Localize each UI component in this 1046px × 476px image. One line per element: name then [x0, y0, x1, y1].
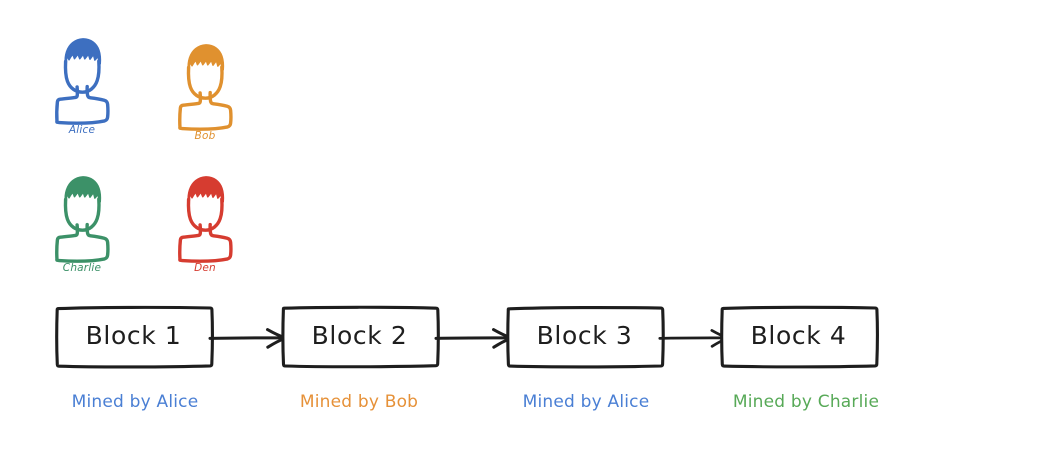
- block-rectangle-icon: [506, 305, 665, 369]
- person-avatar-icon: [178, 176, 233, 263]
- participant-label-charlie: Charlie: [62, 262, 102, 274]
- block-item[interactable]: Block 1 Mined by Alice: [55, 300, 287, 430]
- block-box[interactable]: Block 3: [506, 305, 665, 369]
- participant-label-den: Den: [194, 262, 216, 274]
- block-miner-caption: Mined by Alice: [71, 392, 199, 412]
- block-miner-caption: Mined by Charlie: [732, 392, 880, 412]
- block-label: Block 3: [536, 321, 633, 350]
- participant-charlie[interactable]: Charlie: [32, 172, 132, 292]
- block-rectangle-icon: [281, 305, 440, 369]
- block-label: Block 1: [85, 321, 182, 350]
- person-avatar-icon: [55, 176, 110, 263]
- block-miner-caption: Mined by Bob: [299, 392, 419, 412]
- participant-alice[interactable]: Alice: [32, 34, 132, 154]
- block-item[interactable]: Block 4 Mined by Charlie: [720, 300, 952, 430]
- block-miner-caption: Mined by Alice: [522, 392, 650, 412]
- block-box[interactable]: Block 2: [281, 305, 440, 369]
- participant-bob[interactable]: Bob: [155, 40, 255, 160]
- block-rectangle-icon: [720, 305, 879, 369]
- block-label: Block 2: [311, 321, 408, 350]
- participant-den[interactable]: Den: [155, 172, 255, 292]
- participant-label-bob: Bob: [194, 130, 216, 142]
- block-box[interactable]: Block 1: [55, 305, 214, 369]
- blockchain-row: Block 1 Mined by Alice Block 2 Mined: [0, 300, 1046, 430]
- person-avatar-icon: [55, 38, 110, 125]
- person-avatar-icon: [178, 44, 233, 131]
- participant-label-alice: Alice: [68, 124, 96, 136]
- block-label: Block 4: [750, 321, 847, 350]
- block-box[interactable]: Block 4: [720, 305, 879, 369]
- block-item[interactable]: Block 3 Mined by Alice: [506, 300, 738, 430]
- block-rectangle-icon: [55, 305, 214, 369]
- block-item[interactable]: Block 2 Mined by Bob: [281, 300, 513, 430]
